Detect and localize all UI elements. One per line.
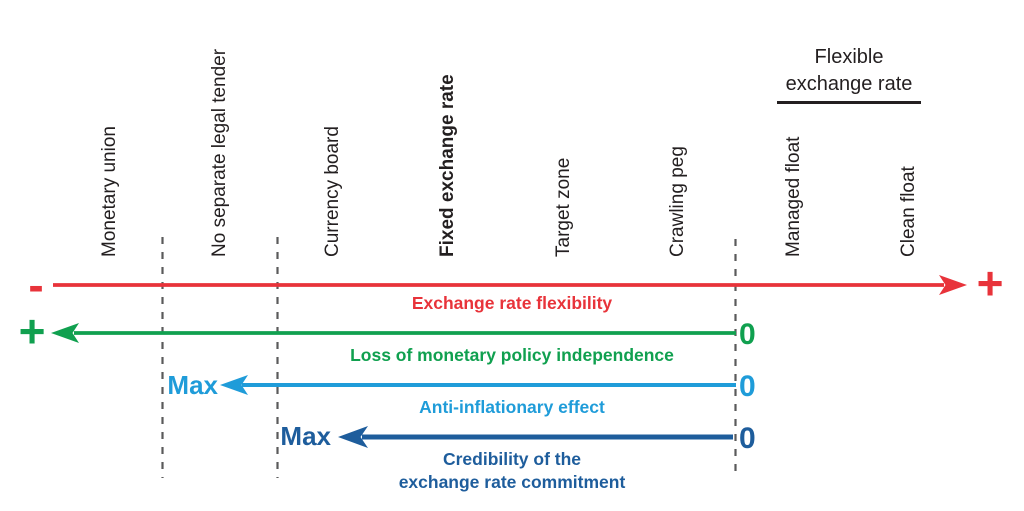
monetary-independence-arrow	[51, 323, 736, 343]
flexibility-arrowhead-right-icon	[939, 275, 967, 295]
flexible-header-line2: exchange rate	[785, 73, 913, 95]
anti-inflation-arrow	[220, 375, 736, 395]
flexibility-minus-sign: -	[28, 259, 44, 311]
monetary-independence-plus-sign: +	[18, 305, 46, 357]
anti-inflation-zero-value: 0	[739, 370, 756, 403]
exchange-rate-flexibility-arrow	[53, 275, 967, 295]
credibility-arrow	[338, 426, 733, 448]
flexibility-arrow-caption: Exchange rate flexibility	[411, 293, 613, 313]
credibility-arrow-caption: Credibility of the exchange rate commitm…	[302, 448, 722, 494]
credibility-zero-value: 0	[739, 422, 756, 455]
credibility-caption-line1: Credibility of the	[442, 449, 582, 469]
credibility-arrowhead-left-icon	[338, 426, 368, 448]
monetary-independence-arrow-caption: Loss of monetary policy independence	[350, 345, 674, 365]
monetary-independence-zero-value: 0	[739, 318, 756, 351]
anti-inflation-arrowhead-left-icon	[220, 375, 248, 395]
anti-inflation-max-value: Max	[167, 370, 218, 400]
flexible-header-line1: Flexible	[814, 46, 884, 68]
flexibility-plus-sign: +	[976, 257, 1004, 309]
monetary-independence-arrowhead-left-icon	[51, 323, 79, 343]
credibility-max-value: Max	[280, 421, 331, 451]
flexible-exchange-rate-header: Flexible exchange rate	[777, 44, 921, 104]
anti-inflation-arrow-caption: Anti-inflationary effect	[419, 397, 605, 417]
dashed-divider-lines	[161, 237, 737, 478]
credibility-caption-line2: exchange rate commitment	[398, 472, 626, 492]
